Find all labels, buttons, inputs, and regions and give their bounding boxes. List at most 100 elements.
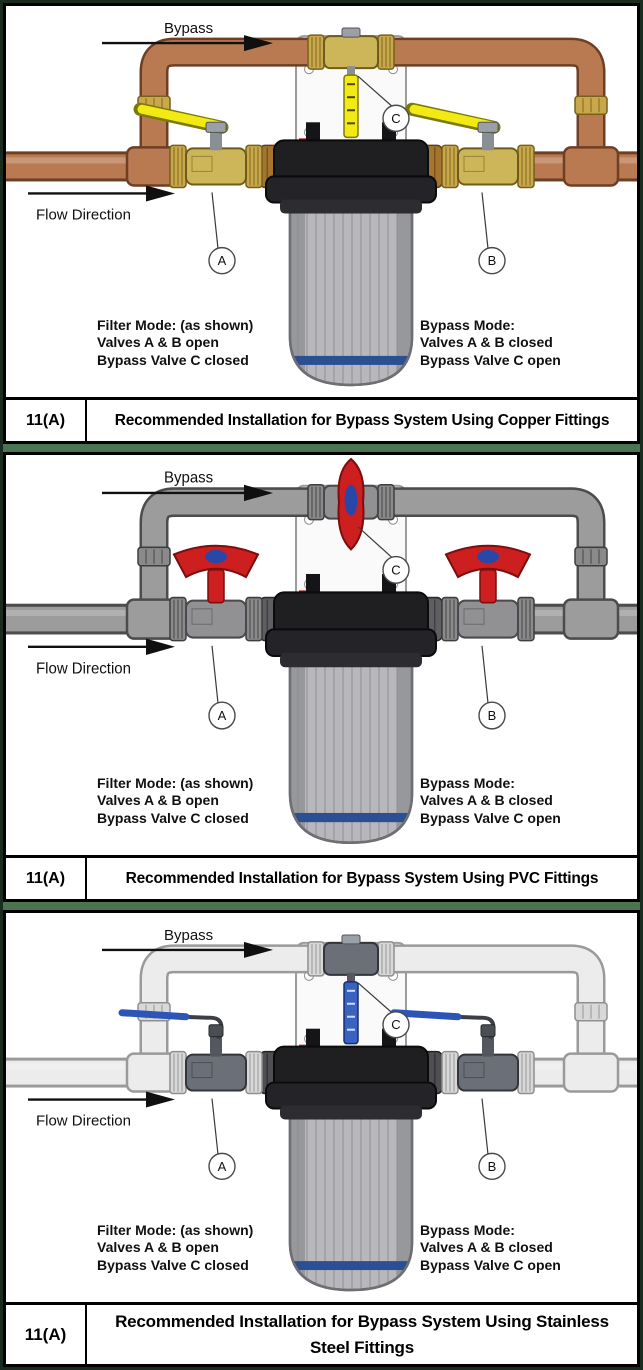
figure-caption-line: Recommended Installation for Bypass Syst… xyxy=(125,869,599,887)
bypass-valve-c xyxy=(307,457,395,551)
housing-blue-band xyxy=(294,355,408,365)
bypass-arrow-icon xyxy=(244,35,273,52)
valve-b-callout: B xyxy=(478,645,506,730)
tee-fittings xyxy=(125,1052,620,1093)
outlet-valve-b xyxy=(405,102,535,189)
flow-direction-label: Flow Direction xyxy=(36,207,131,224)
filter-mode-title: Filter Mode: (as shown) xyxy=(97,316,254,333)
filter-mode-title: Filter Mode: (as shown) xyxy=(97,774,254,791)
bypass-annotation: Bypass xyxy=(102,927,273,958)
figure-caption-line: Steel Fittings xyxy=(310,1337,414,1357)
svg-text:A: A xyxy=(218,1159,227,1174)
bypass-arrow-icon xyxy=(244,941,273,958)
filter-mode-line: Valves A & B open xyxy=(97,792,219,808)
valve-c-callout: C xyxy=(357,75,410,133)
panel-copper: Bypass Flow Direction A B C Filter Mode:… xyxy=(3,3,640,444)
valve-a-callout: A xyxy=(208,1098,236,1181)
filter-mode-line: Bypass Valve C closed xyxy=(97,351,249,368)
svg-text:C: C xyxy=(391,111,400,126)
bypass-mode-note: Bypass Mode: Valves A & B closed Bypass … xyxy=(420,775,561,828)
filter-mode-title: Filter Mode: (as shown) xyxy=(97,1221,254,1238)
svg-text:B: B xyxy=(488,708,497,723)
valve-c-callout: C xyxy=(357,526,410,584)
bypass-label: Bypass xyxy=(164,470,214,487)
filter-mode-line: Bypass Valve C closed xyxy=(97,809,249,826)
figure-caption-line: Recommended Installation for Bypass Syst… xyxy=(115,1312,609,1331)
piping-diagram-pvc: Bypass Flow Direction A B C xyxy=(6,457,637,844)
bypass-arrow-icon xyxy=(244,484,273,502)
diagram-copper: Bypass Flow Direction A B C Filter Mode:… xyxy=(6,6,637,397)
bypass-mode-line: Valves A & B closed xyxy=(420,334,553,350)
filter-head xyxy=(265,573,437,668)
figure-number: 11(A) xyxy=(6,858,87,899)
filter-mode-line: Bypass Valve C closed xyxy=(97,1256,249,1273)
figure-number: 11(A) xyxy=(6,400,87,441)
inlet-valve-a xyxy=(133,102,263,189)
bypass-valve-c xyxy=(307,27,395,139)
flow-direction-annotation: Flow Direction xyxy=(28,638,175,678)
bypass-mode-line: Valves A & B closed xyxy=(420,792,553,808)
diagram-stainless-steel: Bypass Flow Direction A B C Filter Mode:… xyxy=(6,913,637,1302)
housing-blue-band xyxy=(294,812,408,823)
outlet-valve-b xyxy=(441,544,535,642)
filter-head xyxy=(265,122,437,214)
bypass-annotation: Bypass xyxy=(102,470,273,502)
panel-pvc: Bypass Flow Direction A B C Filter Mode:… xyxy=(3,452,640,902)
figure-caption-bar: 11(A) Recommended Installation for Bypas… xyxy=(6,855,637,899)
bypass-label: Bypass xyxy=(164,927,213,944)
valve-a-callout: A xyxy=(208,192,236,275)
figure-caption-bar: 11(A) Recommended Installation for Bypas… xyxy=(6,397,637,441)
svg-text:A: A xyxy=(218,708,227,723)
filter-mode-note: Filter Mode: (as shown) Valves A & B ope… xyxy=(97,775,253,828)
figure-caption-line: Recommended Installation for Bypass Syst… xyxy=(114,411,610,429)
filter-housing xyxy=(288,209,414,387)
piping-diagram-stainless-steel: Bypass Flow Direction A B C xyxy=(6,927,637,1292)
bypass-mode-title: Bypass Mode: xyxy=(420,774,515,791)
flow-direction-annotation: Flow Direction xyxy=(28,1091,175,1129)
diagram-pvc: Bypass Flow Direction A B C Filter Mode:… xyxy=(6,455,637,855)
tee-fittings xyxy=(125,598,620,640)
figure-caption: Recommended Installation for Bypass Syst… xyxy=(87,1305,637,1364)
svg-text:B: B xyxy=(488,253,497,268)
flow-direction-label: Flow Direction xyxy=(36,660,131,677)
inlet-valve-a xyxy=(169,544,263,642)
piping-diagram-copper: Bypass Flow Direction A B C xyxy=(6,20,637,387)
filter-mode-line: Valves A & B open xyxy=(97,334,219,350)
valve-b-callout: B xyxy=(478,192,506,275)
figure-caption-bar: 11(A) Recommended Installation for Bypas… xyxy=(6,1302,637,1364)
bypass-mode-note: Bypass Mode: Valves A & B closed Bypass … xyxy=(420,317,561,370)
figure-caption: Recommended Installation for Bypass Syst… xyxy=(87,858,637,899)
filter-housing xyxy=(288,1115,414,1292)
bypass-mode-title: Bypass Mode: xyxy=(420,316,515,333)
filter-mode-note: Filter Mode: (as shown) Valves A & B ope… xyxy=(97,1222,253,1275)
bypass-mode-line: Valves A & B closed xyxy=(420,1239,553,1255)
flow-arrow-icon xyxy=(146,1091,175,1108)
inlet-valve-a xyxy=(118,1009,263,1095)
bypass-mode-line: Bypass Valve C open xyxy=(420,809,561,826)
svg-text:A: A xyxy=(218,253,227,268)
flow-direction-annotation: Flow Direction xyxy=(28,185,175,224)
flow-arrow-icon xyxy=(146,638,175,655)
bypass-mode-note: Bypass Mode: Valves A & B closed Bypass … xyxy=(420,1222,561,1275)
bypass-label: Bypass xyxy=(164,20,213,37)
figure-caption: Recommended Installation for Bypass Syst… xyxy=(87,400,637,441)
filter-mode-note: Filter Mode: (as shown) Valves A & B ope… xyxy=(97,317,253,370)
svg-text:B: B xyxy=(488,1159,497,1174)
bypass-mode-title: Bypass Mode: xyxy=(420,1221,515,1238)
bypass-annotation: Bypass xyxy=(102,20,273,52)
bypass-mode-line: Bypass Valve C open xyxy=(420,351,561,368)
outlet-valve-b xyxy=(390,1009,535,1095)
bypass-valve-c xyxy=(307,934,395,1045)
svg-text:C: C xyxy=(391,1017,400,1032)
valve-c-callout: C xyxy=(357,982,410,1039)
valve-a-callout: A xyxy=(208,645,236,730)
housing-blue-band xyxy=(294,1261,408,1271)
filter-mode-line: Valves A & B open xyxy=(97,1239,219,1255)
flow-direction-label: Flow Direction xyxy=(36,1112,131,1129)
figure-number: 11(A) xyxy=(6,1305,87,1364)
filter-housing xyxy=(288,662,414,844)
panel-stainless-steel: Bypass Flow Direction A B C Filter Mode:… xyxy=(3,910,640,1367)
flow-arrow-icon xyxy=(146,185,175,202)
svg-text:C: C xyxy=(391,562,400,577)
